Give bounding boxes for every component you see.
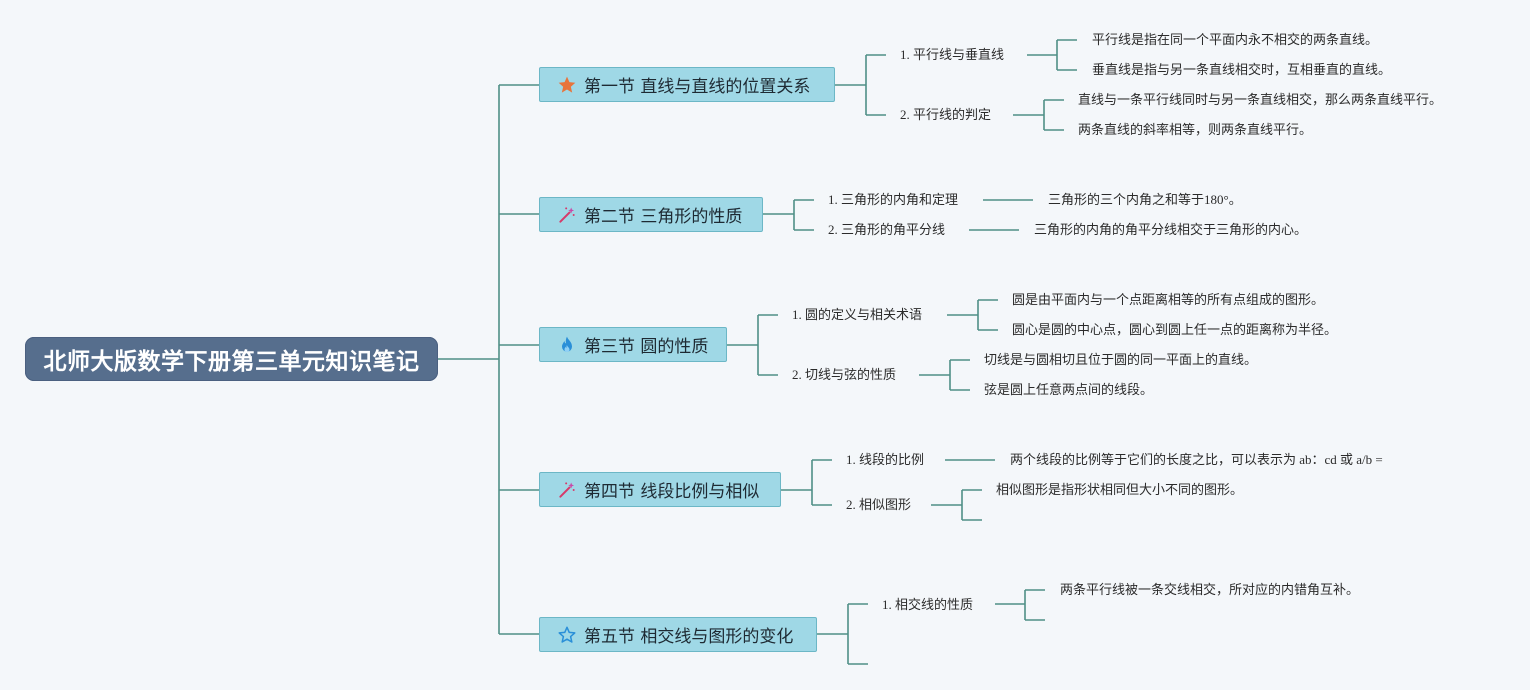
section-title-5: 第五节 相交线与图形的变化 [584, 627, 794, 647]
section-title-4: 第四节 线段比例与相似 [584, 482, 760, 502]
topic-2-2[interactable]: 2. 三角形的角平分线 [828, 222, 946, 237]
section-node-2[interactable]: 第二节 三角形的性质 [539, 197, 763, 232]
topic-4-1[interactable]: 1. 线段的比例 [846, 452, 925, 467]
note-1-2-1: 直线与一条平行线同时与另一条直线相交，那么两条直线平行。 [1078, 92, 1443, 107]
topic-5-1[interactable]: 1. 相交线的性质 [882, 597, 974, 612]
star-filled-icon [556, 74, 578, 96]
section-node-4[interactable]: 第四节 线段比例与相似 [539, 472, 781, 507]
note-5-1-1: 两条平行线被一条交线相交，所对应的内错角互补。 [1060, 582, 1360, 597]
topic-2-1[interactable]: 1. 三角形的内角和定理 [828, 192, 959, 207]
note-3-1-1: 圆是由平面内与一个点距离相等的所有点组成的图形。 [1012, 292, 1325, 307]
section-title-1: 第一节 直线与直线的位置关系 [584, 77, 811, 97]
root-node[interactable]: 北师大版数学下册第三单元知识笔记 [25, 337, 438, 381]
section-node-3[interactable]: 第三节 圆的性质 [539, 327, 727, 362]
note-3-2-2: 弦是圆上任意两点间的线段。 [984, 382, 1154, 397]
topic-3-2[interactable]: 2. 切线与弦的性质 [792, 367, 897, 382]
section-title-3: 第三节 圆的性质 [584, 337, 709, 357]
topic-1-2[interactable]: 2. 平行线的判定 [900, 107, 992, 122]
note-1-1-1: 平行线是指在同一个平面内永不相交的两条直线。 [1092, 32, 1379, 47]
section-node-1[interactable]: 第一节 直线与直线的位置关系 [539, 67, 835, 102]
note-3-2-1: 切线是与圆相切且位于圆的同一平面上的直线。 [984, 352, 1258, 367]
note-3-1-2: 圆心是圆的中心点，圆心到圆上任一点的距离称为半径。 [1012, 322, 1338, 337]
note-1-1-2: 垂直线是指与另一条直线相交时，互相垂直的直线。 [1092, 62, 1392, 77]
magic-wand-icon [556, 479, 578, 501]
magic-wand-icon [556, 204, 578, 226]
section-title-2: 第二节 三角形的性质 [584, 207, 743, 227]
note-1-2-2: 两条直线的斜率相等，则两条直线平行。 [1078, 122, 1313, 137]
topic-1-1[interactable]: 1. 平行线与垂直线 [900, 47, 1005, 62]
note-4-1-1: 两个线段的比例等于它们的长度之比，可以表示为 ab：cd 或 a/b = [1010, 452, 1383, 467]
topic-4-2[interactable]: 2. 相似图形 [846, 497, 912, 512]
note-4-2-1: 相似图形是指形状相同但大小不同的图形。 [996, 482, 1244, 497]
flame-icon [556, 334, 578, 356]
root-title: 北师大版数学下册第三单元知识笔记 [43, 349, 420, 375]
topic-3-1[interactable]: 1. 圆的定义与相关术语 [792, 307, 923, 322]
note-2-2-1: 三角形的内角的角平分线相交于三角形的内心。 [1034, 222, 1308, 237]
section-node-5[interactable]: 第五节 相交线与图形的变化 [539, 617, 817, 652]
note-2-1-1: 三角形的三个内角之和等于180°。 [1048, 192, 1242, 207]
star-outline-icon [556, 624, 578, 646]
